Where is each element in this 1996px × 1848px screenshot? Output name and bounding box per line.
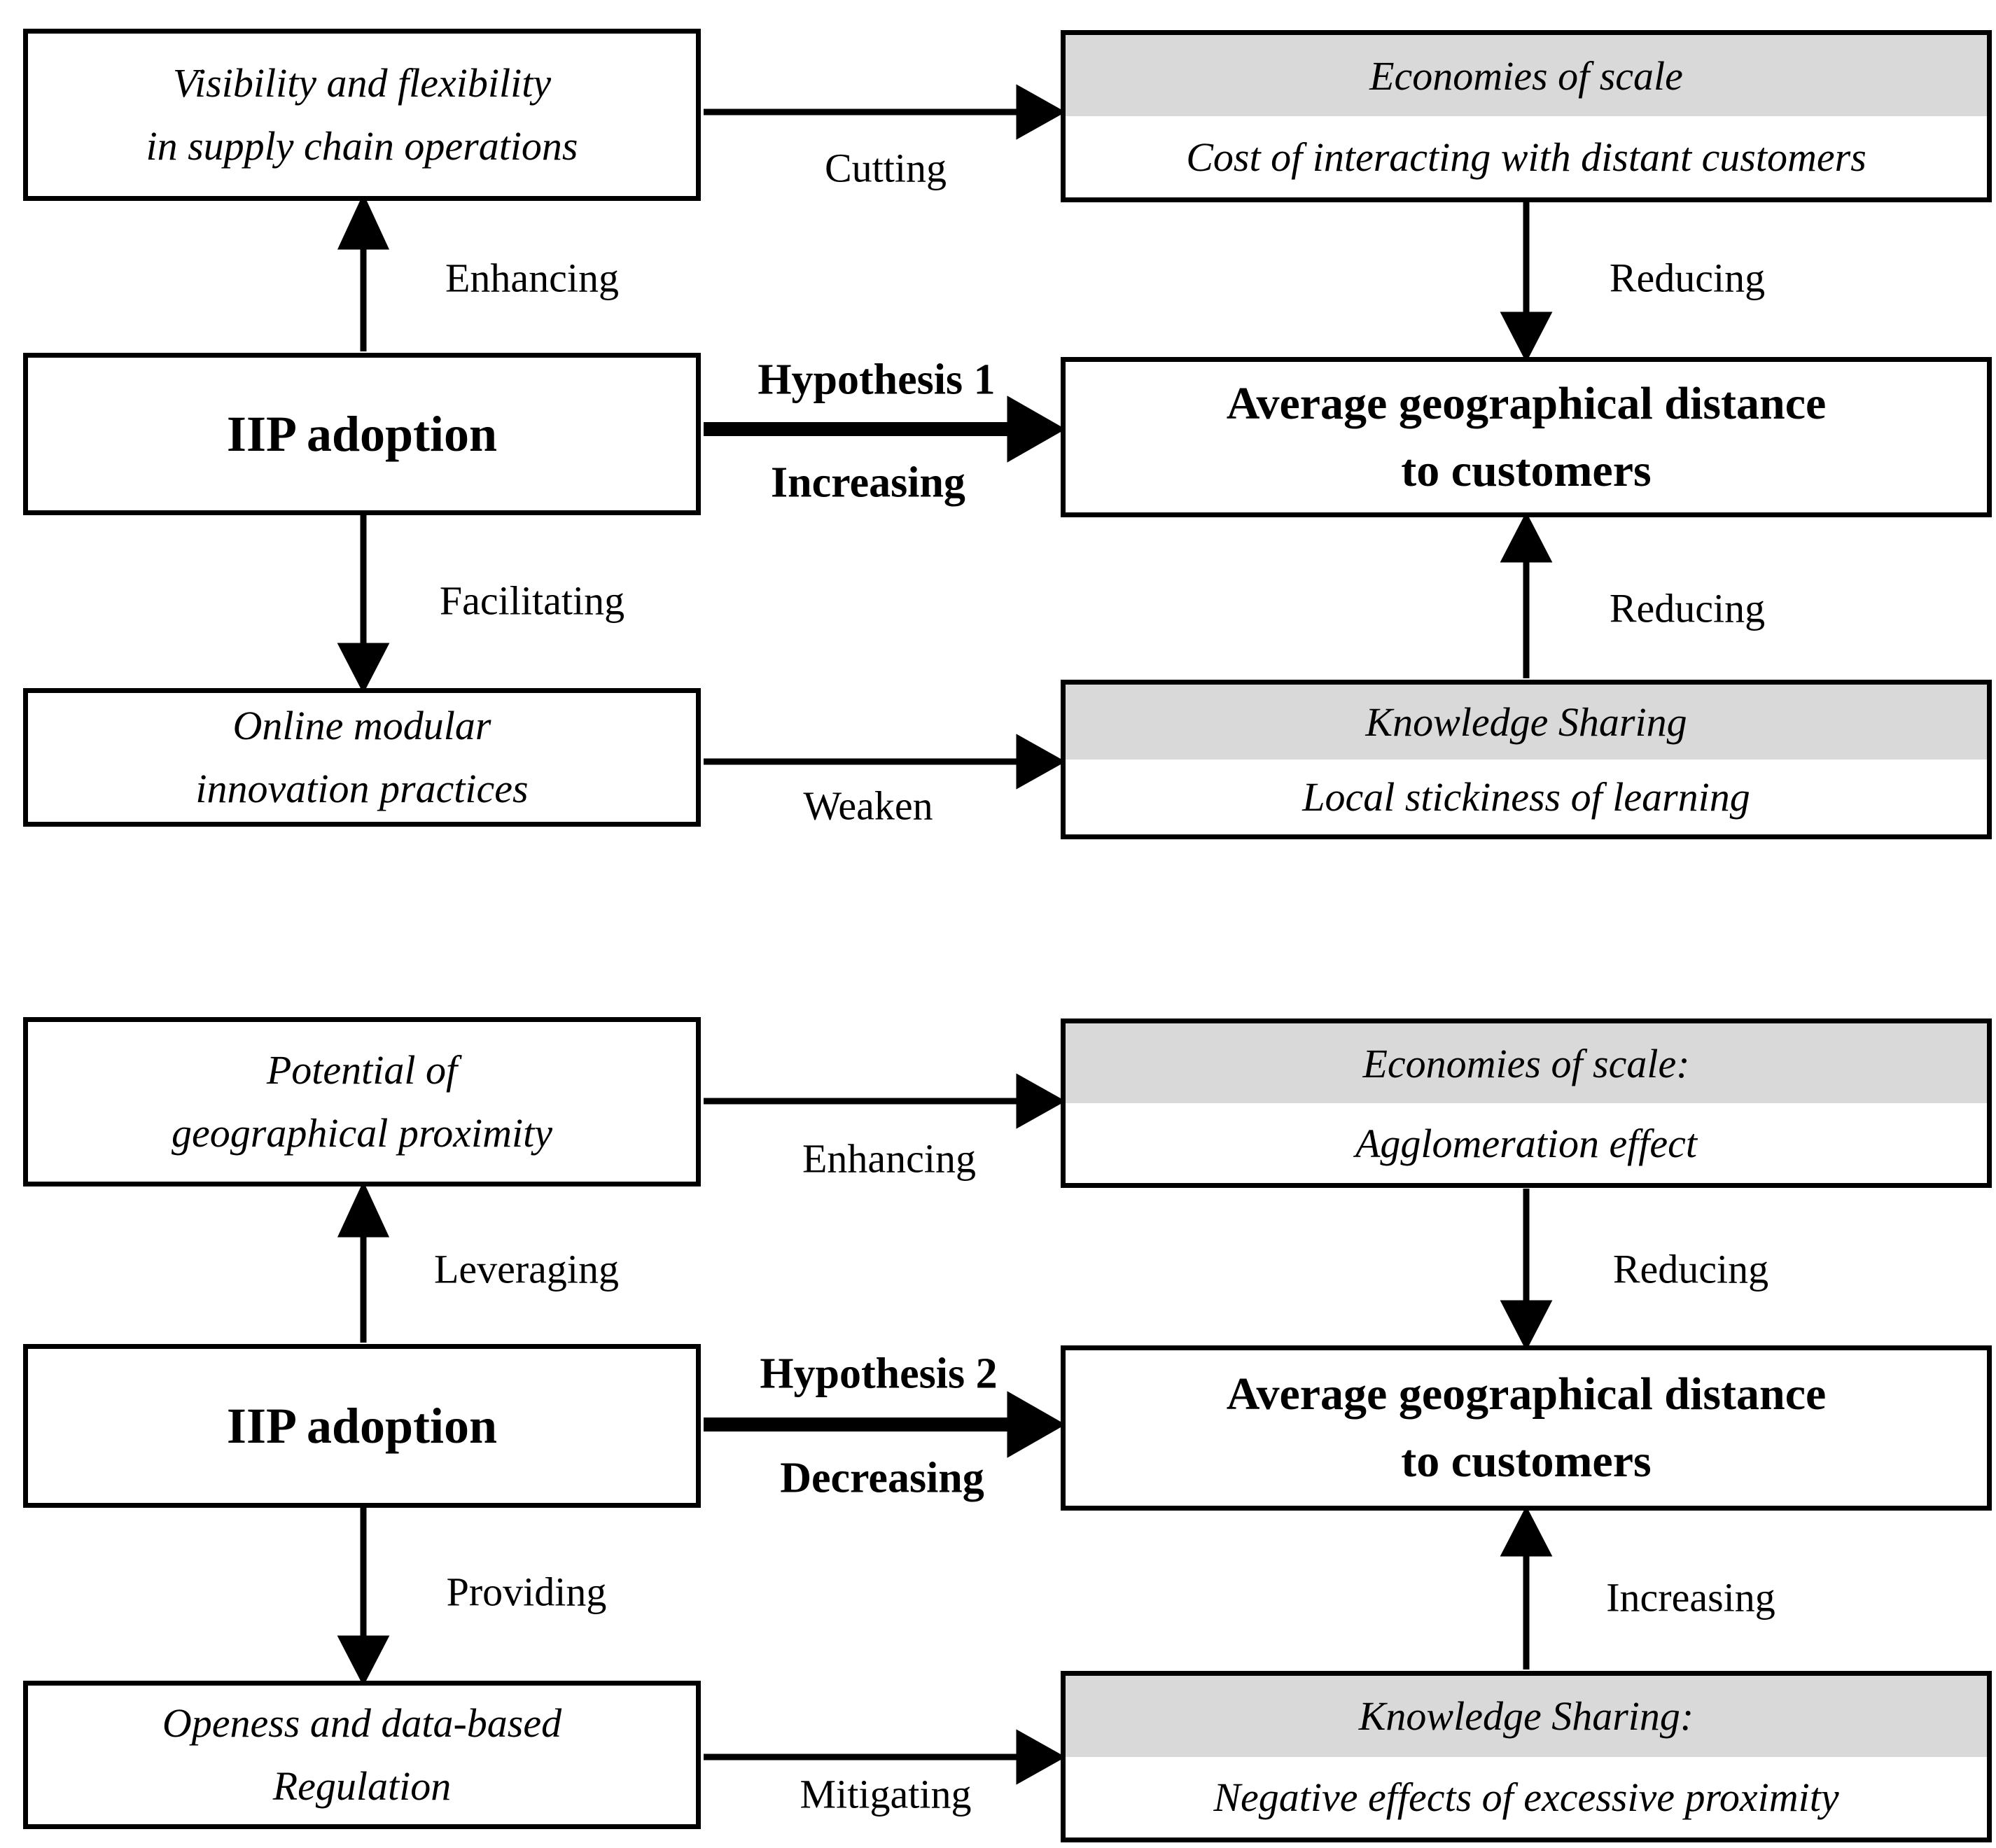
h2-knowledge-sharing-header: Knowledge Sharing: [1066,1676,1987,1757]
h2-geographical-proximity-box: Potential of geographical proximity [23,1017,701,1186]
arrowhead-up-h2-left [337,1181,390,1238]
h2-economies-of-scale-body: Agglomeration effect [1066,1103,1987,1183]
arrowhead-down-h2-right [1500,1300,1553,1351]
h1-online-modular-line2: innovation practices [195,766,529,811]
h2-iip-adoption-box: IIP adoption [23,1344,701,1508]
arrowhead-up-h2-right [1500,1506,1553,1557]
arrowhead-down-h1-right [1500,312,1553,363]
h1-economies-of-scale-box: Economies of scale Cost of interacting w… [1061,30,1992,202]
h1-increasing-label: Increasing [771,458,965,507]
h1-visibility-line1: Visibility and flexibility [172,60,552,106]
h2-enhancing-label: Enhancing [802,1135,977,1182]
h2-decreasing-label: Decreasing [780,1454,984,1502]
h2-leveraging-label: Leveraging [433,1246,620,1292]
h1-cutting-label: Cutting [824,145,947,191]
h2-providing-label: Providing [446,1569,607,1615]
h2-knowledge-sharing-body: Negative effects of excessive proximity [1066,1756,1987,1837]
h1-economies-of-scale-header: Economies of scale [1066,35,1987,116]
h2-mitigating-label: Mitigating [800,1771,972,1817]
arrowhead-hypothesis-1 [1007,396,1066,463]
h1-iip-adoption-label: IIP adoption [226,405,498,462]
arrowhead-down-h1-left [337,643,390,694]
h2-knowledge-sharing-box: Knowledge Sharing: Negative effects of e… [1061,1671,1992,1842]
h1-enhancing-label: Enhancing [445,255,620,301]
h2-average-distance-line2: to customers [1401,1436,1652,1487]
arrowhead-right-h2-bottom [1016,1729,1066,1785]
h1-knowledge-sharing-box: Knowledge Sharing Local stickiness of le… [1061,680,1992,839]
h1-average-distance-line2: to customers [1401,444,1652,496]
h2-average-distance-line1: Average geographical distance [1226,1368,1827,1420]
arrowhead-up-h1-right [1500,512,1553,563]
h1-weaken-label: Weaken [803,783,933,829]
arrowhead-right-h1-top [1016,84,1066,140]
h2-iip-adoption-label: IIP adoption [226,1397,498,1454]
h1-visibility-line2: in supply chain operations [146,123,578,169]
h2-openess-line2: Regulation [272,1763,452,1809]
h1-reducing-bottom-label: Reducing [1609,585,1766,631]
h2-hypothesis-title-label: Hypothesis 2 [760,1350,998,1398]
h2-proximity-line2: geographical proximity [172,1110,552,1156]
h1-knowledge-sharing-header: Knowledge Sharing [1066,685,1987,760]
h1-reducing-top-label: Reducing [1609,255,1766,301]
h1-economies-of-scale-body: Cost of interacting with distant custome… [1066,116,1987,197]
h1-average-distance-line1: Average geographical distance [1226,377,1827,429]
h1-online-modular-line1: Online modular [232,703,491,749]
h1-iip-adoption-box: IIP adoption [23,353,701,515]
arrowhead-down-h2-left [337,1635,390,1686]
h2-proximity-line1: Potential of [266,1047,458,1093]
h2-openess-regulation-box: Openess and data-based Regulation [23,1681,701,1829]
arrowhead-up-h1-left [337,193,390,250]
h1-visibility-flexibility-box: Visibility and flexibility in supply cha… [23,29,701,201]
h2-average-distance-box: Average geographical distance to custome… [1061,1345,1992,1511]
h1-online-modular-box: Online modular innovation practices [23,688,701,827]
h2-economies-of-scale-header: Economies of scale: [1066,1023,1987,1103]
arrowhead-hypothesis-2 [1007,1391,1066,1458]
arrowhead-right-h2-top [1016,1073,1066,1129]
h2-economies-of-scale-box: Economies of scale: Agglomeration effect [1061,1018,1992,1188]
h1-hypothesis-title-label: Hypothesis 1 [758,356,996,404]
h1-facilitating-label: Facilitating [439,578,625,624]
h1-average-distance-box: Average geographical distance to custome… [1061,357,1992,517]
arrowhead-right-h1-bottom [1016,734,1066,790]
h1-knowledge-sharing-body: Local stickiness of learning [1066,760,1987,834]
h2-reducing-label: Reducing [1612,1246,1769,1292]
h2-increasing-label: Increasing [1606,1574,1775,1620]
h2-openess-line1: Openess and data-based [162,1700,562,1746]
